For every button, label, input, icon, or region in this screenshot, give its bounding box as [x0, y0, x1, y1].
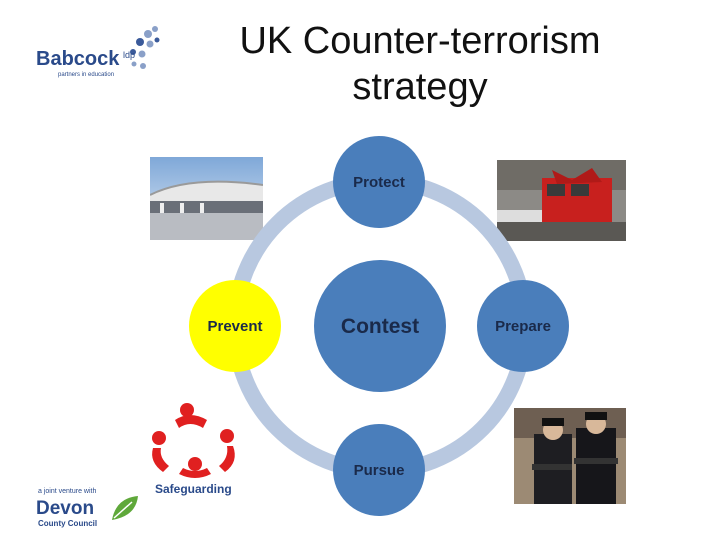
devon-county-council-logo: a joint venture with Devon County Counci… — [30, 488, 150, 538]
slide-title: UK Counter-terrorism strategy — [239, 20, 601, 108]
airport-terminal-photo — [150, 157, 263, 240]
node-contest-label: Contest — [341, 315, 419, 338]
node-prevent: Prevent — [189, 280, 281, 372]
node-prepare-label: Prepare — [495, 318, 551, 335]
node-contest: Contest — [314, 260, 446, 392]
babcock-name: Babcock — [36, 48, 120, 70]
armed-police-photo — [514, 408, 626, 504]
safeguarding-logo: Safeguarding — [145, 400, 245, 500]
node-pursue: Pursue — [333, 424, 425, 516]
babcock-sup: ldp — [123, 50, 136, 60]
node-protect: Protect — [333, 136, 425, 228]
devon-joint-venture-text: a joint venture with — [38, 488, 97, 495]
node-prepare: Prepare — [477, 280, 569, 372]
node-prevent-label: Prevent — [207, 318, 262, 335]
babcock-dots-icon — [130, 26, 160, 69]
babcock-logo: Babcock ldp partners in education — [30, 20, 165, 95]
devon-sub: County Council — [38, 519, 98, 528]
safeguarding-people-icon — [152, 403, 235, 478]
safeguarding-label: Safeguarding — [155, 482, 232, 496]
babcock-tagline: partners in education — [58, 72, 115, 78]
node-protect-label: Protect — [353, 174, 405, 191]
devon-name: Devon — [36, 498, 95, 519]
node-pursue-label: Pursue — [354, 462, 405, 479]
bombed-bus-photo — [497, 160, 626, 241]
leaf-icon — [112, 496, 138, 520]
